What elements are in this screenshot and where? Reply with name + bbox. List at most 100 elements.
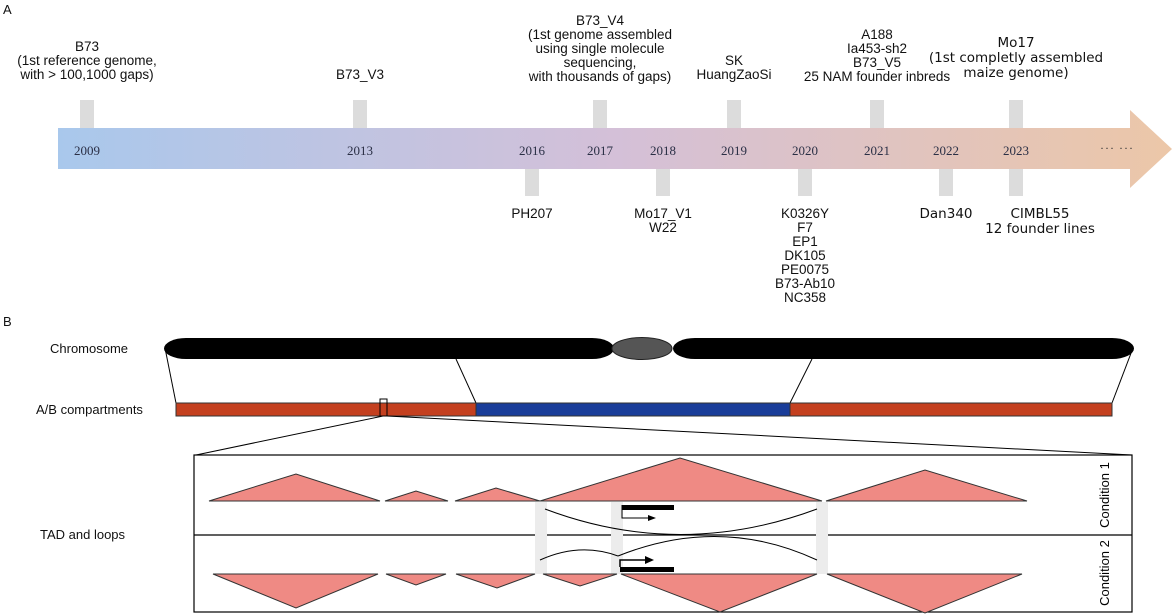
annotation-line: Ia453-sh2 bbox=[846, 41, 908, 56]
annotation-line: EP1 bbox=[792, 234, 818, 249]
annotation-line: SK bbox=[724, 53, 743, 68]
annotation-line: 12 founder lines bbox=[985, 221, 1095, 237]
timeline-marker-up-2019 bbox=[727, 100, 741, 128]
annotation-line: A188 bbox=[861, 27, 893, 42]
tad-triangle bbox=[208, 473, 381, 502]
row-label-compartments: A/B compartments bbox=[36, 402, 143, 417]
timeline-continuation-ellipsis: ··· ··· bbox=[1100, 141, 1134, 155]
timeline-marker-up-2023 bbox=[1009, 100, 1023, 128]
tad-triangle bbox=[539, 457, 823, 502]
zoom-region-box bbox=[379, 398, 388, 417]
year-label-2021: 2021 bbox=[864, 143, 890, 158]
year-label-2013: 2013 bbox=[347, 143, 373, 158]
annotation-line: B73_V5 bbox=[852, 55, 902, 70]
annotation-line: maize genome) bbox=[963, 65, 1069, 81]
chromatin-loop bbox=[544, 508, 818, 535]
annotation-line: NC358 bbox=[783, 290, 827, 305]
timeline-marker-down-2022 bbox=[939, 169, 953, 196]
genome-annotation-up-2013: B73_V3 bbox=[336, 68, 384, 82]
genome-annotation-down-2016: PH207 bbox=[511, 207, 552, 221]
annotation-line: PE0075 bbox=[780, 262, 830, 277]
annotation-line: HuangZaoSi bbox=[696, 67, 772, 82]
zoom-line bbox=[386, 415, 1133, 456]
tad-triangle bbox=[454, 487, 541, 502]
tss-arrow-icon bbox=[619, 559, 645, 567]
chromatin-loop bbox=[617, 535, 818, 561]
year-label-2009: 2009 bbox=[74, 143, 100, 158]
centromere bbox=[611, 337, 673, 360]
timeline-marker-up-2021 bbox=[870, 100, 884, 128]
gene-body bbox=[622, 505, 674, 510]
tad-triangle bbox=[620, 573, 818, 613]
year-label-2022: 2022 bbox=[933, 143, 959, 158]
tss-arrowhead bbox=[648, 515, 656, 521]
panel-b-label: B bbox=[3, 314, 12, 329]
tad-triangle bbox=[826, 573, 1023, 614]
tss-arrow-icon bbox=[621, 505, 648, 519]
tad-triangle bbox=[542, 573, 618, 587]
annotation-line: PH207 bbox=[511, 206, 553, 221]
annotation-line: (1st completly assembled bbox=[928, 50, 1104, 66]
year-label-2023: 2023 bbox=[1003, 143, 1029, 158]
annotation-line: Mo17 bbox=[997, 35, 1035, 51]
year-label-2016: 2016 bbox=[519, 143, 545, 158]
year-label-2018: 2018 bbox=[650, 143, 676, 158]
condition-1-label: Condition 1 bbox=[1097, 462, 1112, 528]
annotation-line: using single molecule bbox=[535, 41, 665, 56]
chromosome-arm-right bbox=[673, 338, 1134, 359]
timeline-arrow-body bbox=[58, 110, 1172, 188]
zoom-line bbox=[789, 358, 813, 404]
zoom-line bbox=[164, 347, 177, 404]
condition-2-label: Condition 2 bbox=[1097, 540, 1112, 606]
timeline-marker-down-2020 bbox=[798, 169, 812, 196]
tad-triangle bbox=[455, 573, 536, 589]
row-label-tad-loops: TAD and loops bbox=[40, 527, 126, 542]
annotation-line: (1st genome assembled bbox=[527, 27, 673, 42]
annotation-line: K0326Y bbox=[780, 206, 830, 221]
boundary-band bbox=[611, 502, 623, 574]
zoom-line bbox=[195, 415, 384, 456]
zoom-line bbox=[455, 358, 477, 404]
annotation-line: Dan340 bbox=[919, 206, 973, 222]
zoom-line bbox=[1111, 347, 1134, 404]
annotation-line: (1st reference genome, bbox=[17, 53, 157, 68]
annotation-line: with thousands of gaps) bbox=[528, 69, 672, 84]
timeline-arrow bbox=[58, 110, 1172, 188]
compartment-a-left bbox=[175, 402, 477, 417]
tss-arrowhead bbox=[645, 556, 654, 564]
annotation-line: W22 bbox=[649, 220, 677, 235]
compartment-b bbox=[475, 402, 791, 417]
timeline-marker-up-2009 bbox=[80, 100, 94, 128]
timeline-marker-down-2023 bbox=[1009, 169, 1023, 196]
boundary-band bbox=[535, 502, 547, 574]
annotation-line: CIMBL55 bbox=[1010, 206, 1070, 222]
year-label-2017: 2017 bbox=[587, 143, 613, 158]
tad-triangle bbox=[825, 469, 1028, 502]
tad-triangle bbox=[385, 573, 447, 586]
tad-triangle bbox=[384, 490, 449, 502]
panel-a-label: A bbox=[3, 2, 12, 17]
annotation-line: sequencing, bbox=[563, 55, 637, 70]
annotation-line: B73-Ab10 bbox=[774, 276, 836, 291]
annotation-line: with > 100,1000 gaps) bbox=[20, 67, 154, 82]
chromosome-arm-left bbox=[164, 338, 614, 359]
gene-body bbox=[620, 567, 674, 572]
genome-annotation-up-2009: B73(1st reference genome,with > 100,1000… bbox=[17, 40, 157, 82]
tad-triangle bbox=[212, 573, 379, 609]
boundary-band bbox=[816, 502, 828, 574]
annotation-line: B73 bbox=[74, 39, 100, 54]
timeline-marker-up-2017 bbox=[593, 100, 607, 128]
row-label-chromosome: Chromosome bbox=[50, 341, 129, 356]
annotation-line: F7 bbox=[797, 220, 813, 235]
annotation-line: B73_V4 bbox=[575, 13, 625, 28]
compartment-a-right bbox=[789, 402, 1113, 417]
chromatin-loop bbox=[539, 549, 619, 561]
genome-annotation-down-2022: Dan340 bbox=[920, 207, 973, 222]
